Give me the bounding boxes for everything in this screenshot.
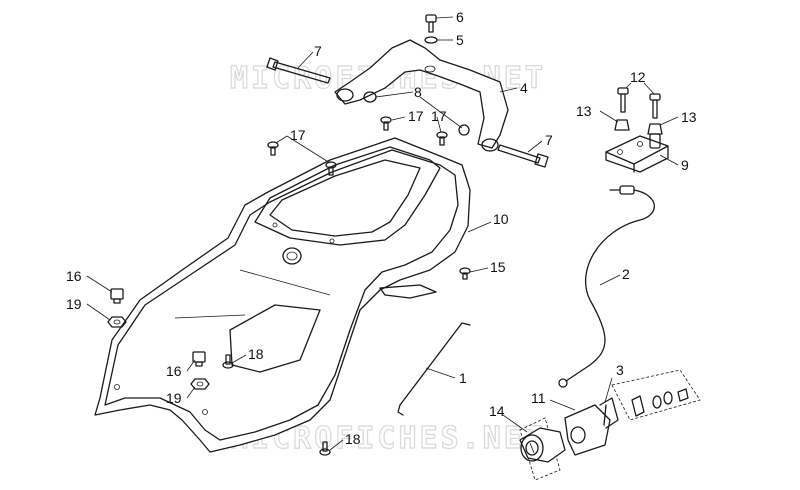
callout-16-lower: 16	[166, 363, 182, 379]
screw-part-18-b	[319, 441, 331, 456]
washer-part-13-b	[647, 123, 663, 135]
rod-part-1	[397, 322, 471, 416]
callout-13-left: 13	[576, 103, 592, 119]
callout-1: 1	[459, 370, 467, 386]
callout-7-right: 7	[545, 132, 553, 148]
callout-labels: 6 5 7 4 8 7 17 17 17 12 13 13 9 10 15 2 …	[66, 9, 697, 447]
screw-part-17-d	[436, 131, 448, 146]
callout-2: 2	[622, 266, 630, 282]
screw-part-15	[459, 267, 471, 280]
callout-12: 12	[630, 69, 646, 85]
lock-assembly	[519, 369, 701, 481]
callout-10: 10	[493, 211, 509, 227]
callout-5: 5	[456, 32, 464, 48]
cable-part-2	[558, 185, 655, 388]
bracket-part-9	[605, 133, 669, 173]
screw-part-18-a	[222, 354, 234, 369]
callout-13-right: 13	[681, 109, 697, 125]
screw-part-17-a	[267, 141, 279, 156]
callout-19-left: 19	[66, 296, 82, 312]
callout-17-left: 17	[290, 127, 306, 143]
screw-part-17-c	[380, 116, 392, 131]
grab-handle-part	[334, 39, 509, 152]
long-bolt-right	[497, 144, 549, 168]
leader-lines	[86, 16, 679, 451]
nut-part-19-a	[107, 316, 127, 328]
callout-17-mid: 17	[408, 108, 424, 124]
tail-fairing-part	[94, 137, 471, 453]
screw-part-17-b	[325, 161, 337, 176]
bolt-part-16-b	[192, 351, 206, 367]
washer-part-5	[424, 36, 438, 44]
washer-part-13-a	[614, 119, 630, 131]
callout-7-left: 7	[314, 43, 322, 59]
callout-3: 3	[616, 362, 624, 378]
callout-14: 14	[489, 403, 505, 419]
callout-9: 9	[681, 157, 689, 173]
callout-18-lower: 18	[345, 431, 361, 447]
callout-4: 4	[520, 80, 528, 96]
callout-19-lower: 19	[166, 390, 182, 406]
nut-part-8-b	[458, 124, 470, 136]
callout-17-right: 17	[431, 108, 447, 124]
long-bolt-left	[266, 57, 331, 84]
screw-part-12-b	[649, 93, 661, 119]
callout-15: 15	[490, 259, 506, 275]
callout-11: 11	[531, 390, 546, 406]
screw-part-6	[425, 14, 437, 33]
callout-18-upper: 18	[248, 346, 264, 362]
callout-16-left: 16	[66, 268, 82, 284]
callout-6: 6	[456, 9, 464, 25]
screw-part-12-a	[617, 87, 629, 113]
callout-8: 8	[414, 84, 422, 100]
bolt-part-16-a	[110, 288, 124, 304]
nut-part-19-b	[190, 378, 210, 390]
